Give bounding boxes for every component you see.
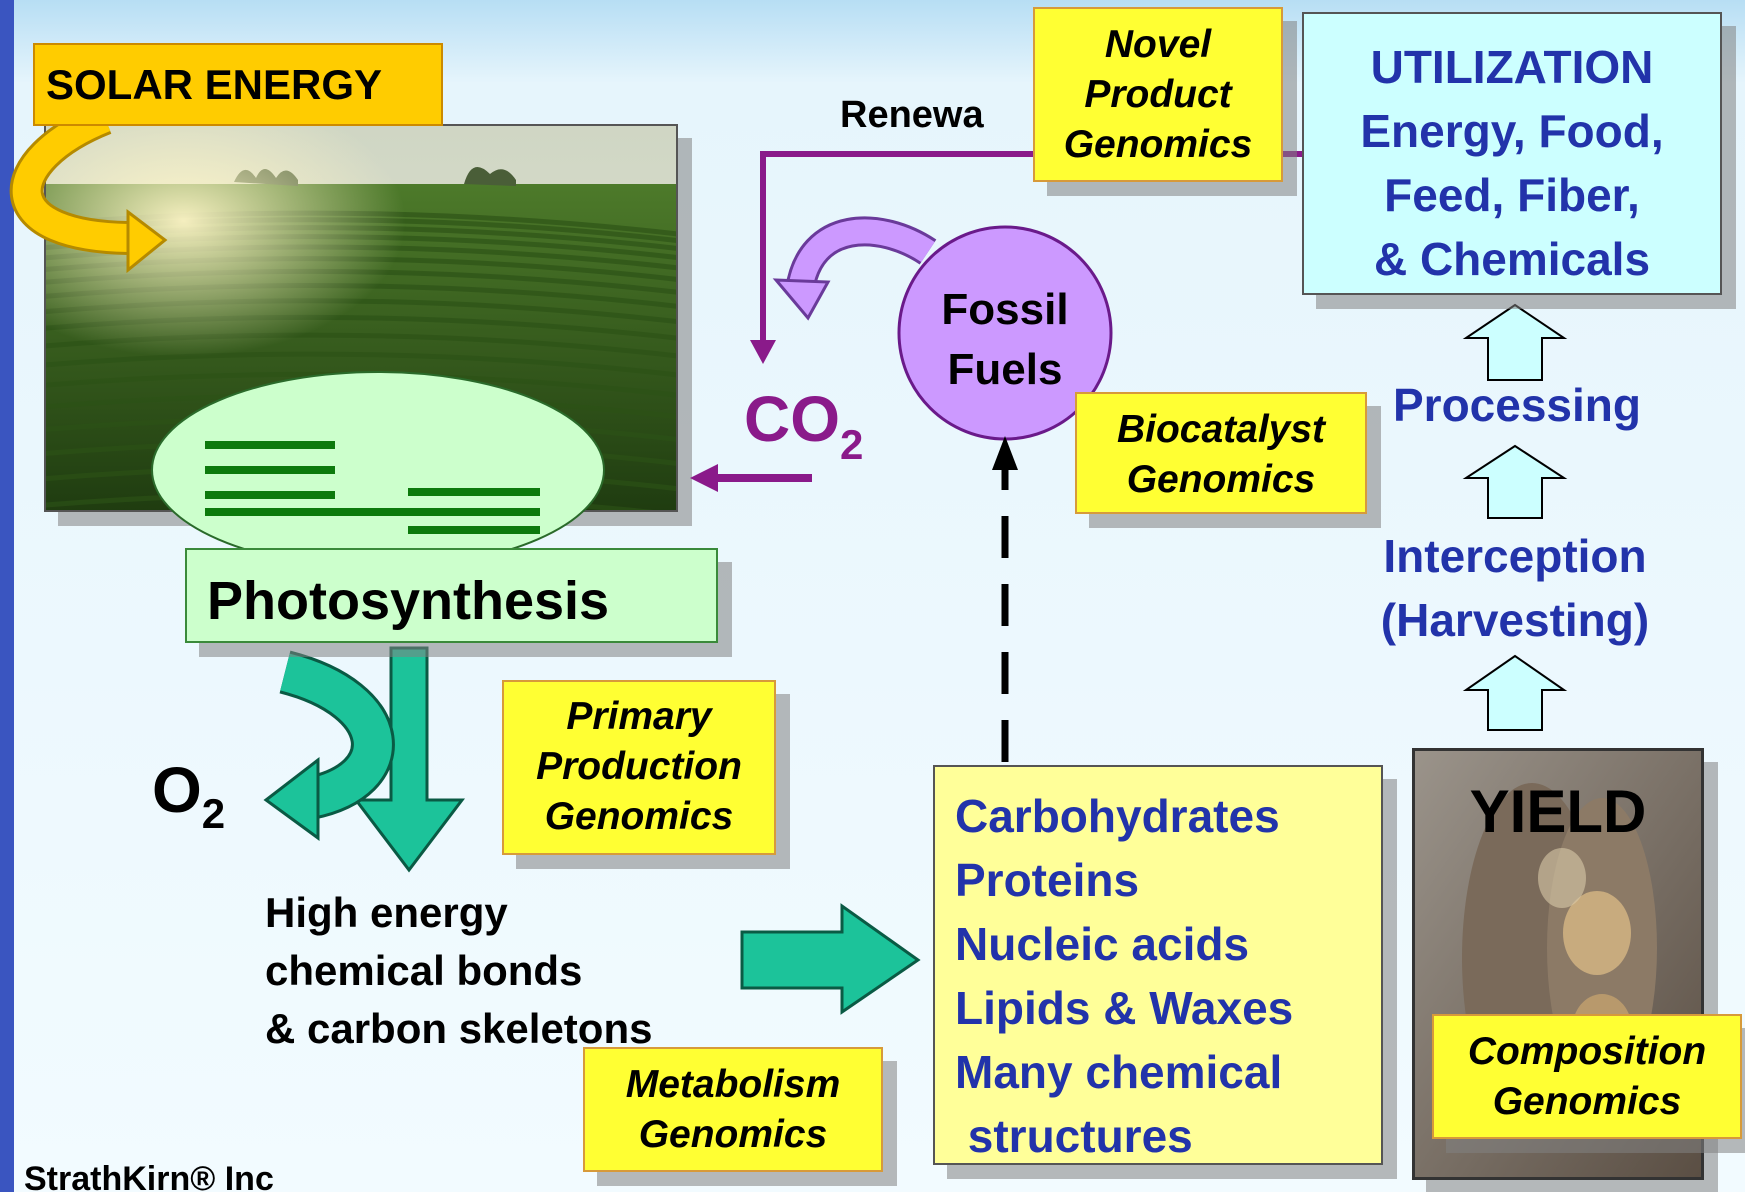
up-arrow-to-interception <box>1462 654 1568 731</box>
compound-item: structures <box>955 1110 1193 1162</box>
utilization-title: UTILIZATION <box>1370 41 1654 93</box>
genomics-line: Genomics <box>1492 1080 1682 1123</box>
up-arrow-to-utilization <box>1462 303 1568 381</box>
utilization-line: Feed, Fiber, <box>1384 169 1640 221</box>
biocatalyst-genomics-box <box>1075 392 1367 514</box>
genomics-line: Biocatalyst <box>1116 408 1326 451</box>
renewable-label: Renewa <box>840 94 984 136</box>
utilization-box <box>1302 12 1722 295</box>
composition-genomics-label: Composition Genomics <box>1432 1027 1742 1127</box>
co2-label: CO2 <box>744 387 863 466</box>
compound-item: Proteins <box>955 854 1140 906</box>
metabolism-genomics-label: Metabolism Genomics <box>583 1060 883 1160</box>
solar-arrow-head <box>126 208 168 274</box>
utilization-line: & Chemicals <box>1373 233 1651 285</box>
genomics-line: Genomics <box>1126 458 1316 501</box>
genomics-line: Genomics <box>1063 123 1253 166</box>
genomics-line: Novel <box>1104 23 1212 66</box>
bonds-to-compounds-arrow <box>740 903 921 1015</box>
solar-energy-text: SOLAR ENERGY <box>46 61 383 108</box>
genomics-line: Primary <box>566 695 712 738</box>
renewable-return-line <box>760 151 1040 346</box>
photosynthesis-box <box>185 548 718 643</box>
o2-label: O2 <box>152 758 225 835</box>
left-edge-band <box>0 0 14 1192</box>
yield-label: YIELD <box>1469 778 1647 845</box>
thylakoid-lines <box>205 441 540 534</box>
co2-subscript: 2 <box>840 421 864 468</box>
novel-product-genomics-label: Novel Product Genomics <box>1033 20 1283 170</box>
o2-subscript: 2 <box>201 790 226 837</box>
interception-line: Interception <box>1383 530 1647 582</box>
fossil-fuels-line: Fossil <box>941 285 1069 334</box>
genomics-line: Genomics <box>544 795 734 838</box>
o2-main: O <box>152 754 202 826</box>
genomics-line: Composition <box>1467 1030 1707 1073</box>
utilization-text: UTILIZATION Energy, Food, Feed, Fiber, &… <box>1302 35 1722 291</box>
flow-up-arrows <box>1462 303 1568 731</box>
composition-genomics-box <box>1432 1014 1742 1139</box>
genomics-line: Production <box>536 745 742 788</box>
co2-main: CO <box>744 383 840 455</box>
fossil-fuels-line: Fuels <box>947 345 1063 394</box>
utilization-line: Energy, Food, <box>1360 105 1664 157</box>
novel-product-genomics-box <box>1033 7 1283 182</box>
crop-field-photo <box>44 124 678 512</box>
compound-item: Lipids & Waxes <box>955 982 1294 1034</box>
primary-production-genomics-box <box>502 680 776 855</box>
interception-label: Interception (Harvesting) <box>1340 524 1690 652</box>
genomics-line: Genomics <box>638 1113 828 1156</box>
compounds-box <box>933 765 1383 1165</box>
high-energy-line: & carbon skeletons <box>265 1005 653 1052</box>
genomics-line: Product <box>1084 73 1232 116</box>
footer-company: StrathKirn® Inc <box>24 1160 274 1192</box>
biocatalyst-genomics-label: Biocatalyst Genomics <box>1075 405 1367 505</box>
photosynthesis-label: Photosynthesis <box>207 571 610 631</box>
fossil-fuels-label: Fossil Fuels <box>905 280 1105 400</box>
photosynthesis-down-arrow <box>352 646 466 873</box>
high-energy-line: chemical bonds <box>265 947 583 994</box>
compound-item: Nucleic acids <box>955 918 1250 970</box>
compound-item: Carbohydrates <box>955 790 1280 842</box>
high-energy-line: High energy <box>265 889 508 936</box>
compounds-list: Carbohydrates Proteins Nucleic acids Lip… <box>955 784 1293 1168</box>
interception-line: (Harvesting) <box>1380 594 1650 646</box>
primary-production-genomics-label: Primary Production Genomics <box>502 692 776 842</box>
soybean-pod-photo-frame <box>1412 748 1704 1180</box>
up-arrow-to-processing <box>1462 444 1568 519</box>
processing-label: Processing <box>1393 379 1641 431</box>
genomics-line: Metabolism <box>625 1063 841 1106</box>
high-energy-bonds-text: High energy chemical bonds & carbon skel… <box>265 884 652 1058</box>
compound-item: Many chemical <box>955 1046 1283 1098</box>
metabolism-genomics-box <box>583 1047 883 1172</box>
solar-energy-label <box>33 43 443 126</box>
